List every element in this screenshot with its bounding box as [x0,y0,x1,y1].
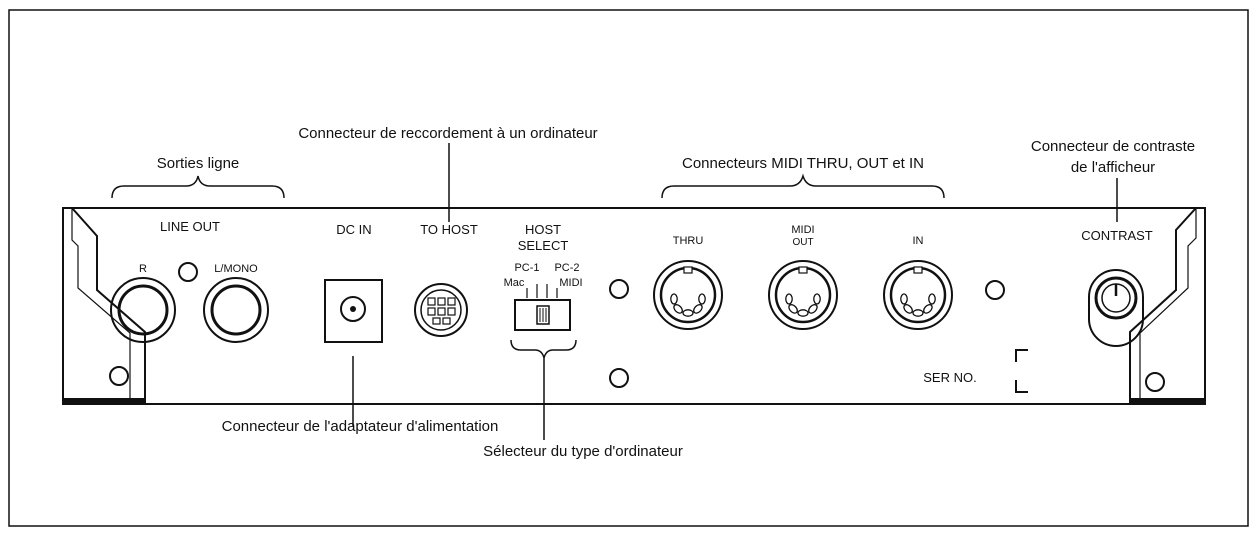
screw-mid-top [609,279,629,299]
midi-pin [900,293,908,305]
callout-power-adapter: Connecteur de l'adaptateur d'alimentatio… [222,418,499,435]
to-host-label: TO HOST [420,222,478,237]
callout-midi-connectors: Connecteurs MIDI THRU, OUT et IN [682,155,924,172]
midi-out-port[interactable] [768,260,838,330]
midi-pin [903,304,913,314]
midi-select-label: MIDI [559,277,582,289]
host-select-section: HOST SELECT PC-1 PC-2 Mac MIDI [504,222,583,331]
midi-pin [928,293,936,305]
thru-label: THRU [673,235,704,247]
right-foot [1130,398,1205,404]
host-select-label-2: SELECT [518,238,569,253]
midi-in-port[interactable] [883,260,953,330]
to-host-section: TO HOST [414,222,478,337]
callout-contrast-line1: Connecteur de contraste [1031,138,1195,155]
host-select-switch[interactable] [514,299,571,331]
screw-left [109,366,129,386]
midi-thru-port[interactable] [653,260,723,330]
midi-pin [682,309,694,317]
midi-pin [785,293,793,305]
pc2-label: PC-2 [554,262,579,274]
midi-section: THRU MIDI OUT IN [653,224,953,330]
callout-leaders [111,143,1118,440]
jack-r[interactable] [110,277,176,343]
midi-pin [923,304,933,314]
in-label: IN [913,235,924,247]
midi-out-label-2: OUT [792,237,813,248]
line-out-label: LINE OUT [160,219,220,234]
midi-pin [670,293,678,305]
midi-pin [912,309,924,317]
dc-in-label: DC IN [336,222,371,237]
midi-pin [797,309,809,317]
screw-right [1145,372,1165,392]
midi-pin [788,304,798,314]
jack-l-mono[interactable] [203,277,269,343]
screw-mid-bottom [609,368,629,388]
l-mono-label: L/MONO [214,263,258,275]
callout-contrast-line2: de l'afficheur [1071,159,1155,176]
host-select-label-1: HOST [525,222,561,237]
callout-line-outputs: Sorties ligne [157,155,240,172]
midi-pin [813,293,821,305]
contrast-label: CONTRAST [1081,228,1153,243]
left-foot [63,398,145,404]
midi-out-label-1: MIDI [791,224,814,236]
callout-host-connector: Connecteur de reccordement à un ordinate… [298,125,597,142]
midi-pin [808,304,818,314]
rear-panel [62,207,1206,405]
contrast-section: CONTRAST [1081,228,1153,347]
to-host-connector[interactable] [414,283,468,337]
contrast-knob[interactable] [1088,269,1144,347]
figure-frame [8,9,1249,527]
ser-no-label: SER NO. [923,370,976,385]
serial-number-area: SER NO. [923,349,1028,393]
panel-outline [62,207,1206,405]
mac-label: Mac [504,277,525,289]
screw-line-out [178,262,198,282]
midi-pin [673,304,683,314]
r-label: R [139,263,147,275]
dc-in-section: DC IN [324,222,383,343]
line-out-section: LINE OUT R L/MONO [110,219,269,343]
midi-pin [698,293,706,305]
dc-in-connector[interactable] [324,279,383,343]
midi-pin [693,304,703,314]
callout-computer-selector: Sélecteur du type d'ordinateur [483,443,683,460]
screw-right-of-midi [985,280,1005,300]
pc1-label: PC-1 [514,262,539,274]
